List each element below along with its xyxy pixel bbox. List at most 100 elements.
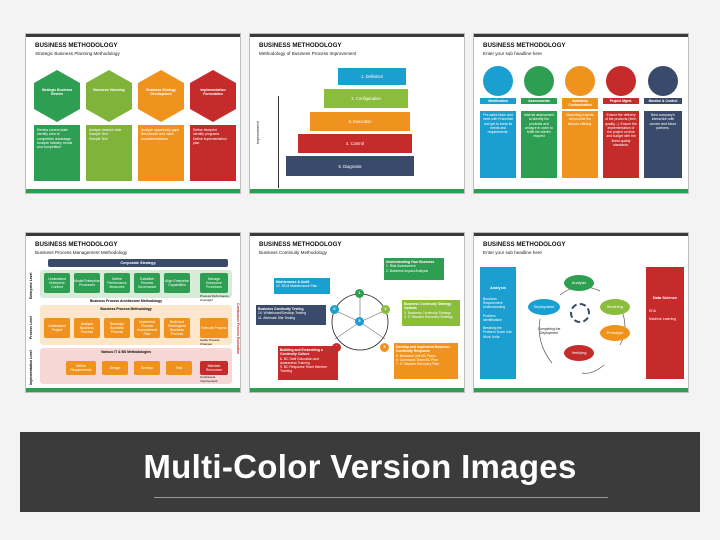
phase-col-1: Mobilization Pre-sales team and meet wit… (480, 66, 516, 178)
phase-label-1: Mobilization (480, 98, 516, 105)
process-box-5: Build And Redesigned Business Process (164, 318, 190, 338)
phase-label-5: Monitor & Control (644, 98, 682, 105)
process-box-1: Understand Project (44, 318, 70, 338)
slide-bottom-bar (474, 189, 688, 193)
data-science-item-2: Machine Learning (649, 317, 676, 322)
gear-icon (570, 303, 590, 323)
slide-top-bar (474, 233, 688, 236)
continuity-box-2-title: Business Continuity Strategy Options (404, 302, 452, 311)
phase-col-5: Monitor & Control Best company's interac… (644, 66, 682, 178)
continuity-box-2-lines: 3. Business Continuity Strategy 4. IT Di… (404, 310, 453, 319)
implementation-box-3: Develop (134, 361, 160, 375)
phase-circle-5 (648, 66, 678, 96)
analysis-item-1: Business Requirement Understanding (483, 296, 506, 310)
row-label-enterprise: Enterprise Level (29, 272, 33, 299)
process-note-3: Continuous Improvement (200, 375, 218, 383)
pyramid-step-4: 4. Control (298, 134, 412, 153)
implementation-box-5: Maintain Resources (200, 361, 228, 375)
phase-circle-2 (524, 66, 554, 96)
continuity-box-5-title: Business Continuity Testing (258, 307, 304, 311)
continuity-box-6: Maintenance & Audit 12. BCM Maintenance … (274, 278, 330, 294)
phase-text-3: Marketing experts will provide the tailo… (562, 111, 598, 178)
phase-circle-1 (483, 66, 513, 96)
continuous-evaluation-label: Continuous Process Evaluation (236, 303, 240, 355)
process-box-4: Implement Process Improvement Plan (134, 318, 160, 338)
slide-subtitle: Enter your sub headline here (483, 51, 542, 56)
phase-label-4: Project Mgmt. (603, 98, 639, 105)
row-label-implementation: Implementation Level (29, 350, 33, 385)
slide-top-bar (474, 34, 688, 37)
slide-thumbnail-2[interactable]: BUSINESS METHODOLOGY Methodology of Busi… (249, 33, 465, 194)
data-science-panel-title: Data Science (652, 295, 678, 300)
slide-subtitle: Business Continuity Methodology (259, 250, 327, 255)
slide-title: BUSINESS METHODOLOGY (35, 42, 118, 49)
data-science-item-1: EDA (649, 308, 656, 313)
cycle-node-5: 5 (355, 317, 364, 326)
spoke-3 (359, 321, 386, 340)
title-banner: Multi-Color Version Images (20, 432, 700, 512)
slide-thumbnail-6[interactable]: BUSINESS METHODOLOGY Enter your sub head… (473, 232, 689, 393)
implementation-box-1: Define Requirements (66, 361, 96, 375)
process-methodology-label: Business Process Methodology (100, 307, 152, 311)
slide-title: BUSINESS METHODOLOGY (259, 241, 342, 248)
continuity-box-3: Develop and Implement Business Continuit… (394, 343, 458, 379)
slide-thumbnail-1[interactable]: BUSINESS METHODOLOGY Strategic Business … (25, 33, 241, 194)
corporate-strategy-header: Corporate Strategy (48, 259, 228, 267)
continuity-box-5: Business Continuity Testing 10. Whiteboa… (256, 305, 326, 325)
slide-thumbnail-4[interactable]: BUSINESS METHODOLOGY Business Process Ma… (25, 232, 241, 393)
pyramid-step-1-label: 1. Definition (360, 74, 384, 79)
pyramid-step-2: 2. Configuration (324, 89, 408, 108)
enterprise-box-3: Define Performance Measures (104, 273, 130, 293)
slide-title: BUSINESS METHODOLOGY (259, 42, 342, 49)
strategy-step-bullets-2: Analyze desired state Sample Text Sample… (86, 125, 132, 181)
phase-text-2: Internal assessment to identify the prod… (521, 111, 557, 178)
slide-subtitle: Enter your sub headline here (483, 250, 542, 255)
enterprise-box-6: Manage Enterprise Processes (200, 273, 228, 293)
data-science-panel: Data Science EDA Machine Learning (646, 267, 684, 379)
continuity-box-4: Building and Embedding a Continuity Cult… (278, 346, 338, 380)
pyramid-step-2-label: 2. Configuration (351, 96, 381, 101)
enterprise-box-1: Understand Enterprise Context (44, 273, 70, 293)
continuity-box-6-lines: 12. BCM Maintenance Plan (276, 284, 318, 289)
slide-thumbnail-5[interactable]: BUSINESS METHODOLOGY Business Continuity… (249, 232, 465, 393)
it-methodologies-label: Various IT & BS Methodologies (100, 350, 152, 354)
slide-top-bar (26, 34, 240, 37)
pyramid-step-3-label: 3. Execution (348, 119, 372, 124)
enterprise-box-4: Establish Process Governance (134, 273, 160, 293)
pyramid-step-5-label: 5. Diagnosis (338, 163, 362, 169)
slide-thumbnail-3[interactable]: BUSINESS METHODOLOGY Enter your sub head… (473, 33, 689, 194)
continuity-box-4-lines: 8. BC Staff Education and Awareness Trai… (280, 356, 328, 374)
phase-label-3: Solutions Customization (562, 98, 598, 109)
implementation-box-2: Design (102, 361, 128, 375)
cycle-modeling: Modeling (600, 299, 630, 315)
phase-text-1: Pre-sales team and meet with Franchise a… (480, 111, 516, 178)
phase-circle-4 (606, 66, 636, 96)
strategy-step-bullets-3: Analyze opportunity gaps Benchmark and m… (138, 125, 184, 181)
strategy-step-label-1: Strategic Business Review (41, 88, 73, 97)
slide-subtitle: Methodology of Business Process Improvem… (259, 51, 357, 56)
slide-top-bar (26, 233, 240, 236)
pyramid-step-3: 3. Execution (310, 112, 410, 131)
continuity-box-1-title: Understanding Your Business (386, 260, 435, 264)
implementation-box-4: Test (166, 361, 192, 375)
cycle-verifying: Verifying (564, 345, 594, 361)
continuity-box-3-lines: 5. Business Unit BC Plans 6. Command Tea… (396, 353, 440, 367)
strategy-step-bullets-1: Review current state Identify area of co… (34, 125, 80, 181)
phase-text-5: Best company's interaction with current … (644, 111, 682, 178)
cycle-node-3: 3 (380, 343, 389, 352)
strategy-step-hex-4 (190, 70, 236, 122)
phase-col-4: Project Mgmt. Ensure the delivery of the… (603, 66, 639, 178)
slide-subtitle: Strategic Business Planning Methodology (35, 51, 120, 56)
cycle-node-1: 1 (355, 289, 364, 298)
strategy-step-label-2: Business Visioning (93, 88, 125, 92)
analysis-item-2: Problem Identification (483, 313, 503, 322)
banner-title: Multi-Color Version Images (143, 448, 577, 485)
slide-top-bar (250, 34, 464, 37)
slide-subtitle: Business Process Management Methodology (35, 250, 128, 255)
slide-bottom-bar (250, 189, 464, 193)
architecture-label: Business Process Architecture Methodolog… (89, 299, 163, 303)
slide-bottom-bar (26, 189, 240, 193)
pyramid-step-1: 1. Definition (338, 68, 406, 85)
strategy-step-hex-3 (138, 70, 184, 122)
strategy-step-bullets-4: Define blueprint Identify programs Defin… (190, 125, 236, 181)
